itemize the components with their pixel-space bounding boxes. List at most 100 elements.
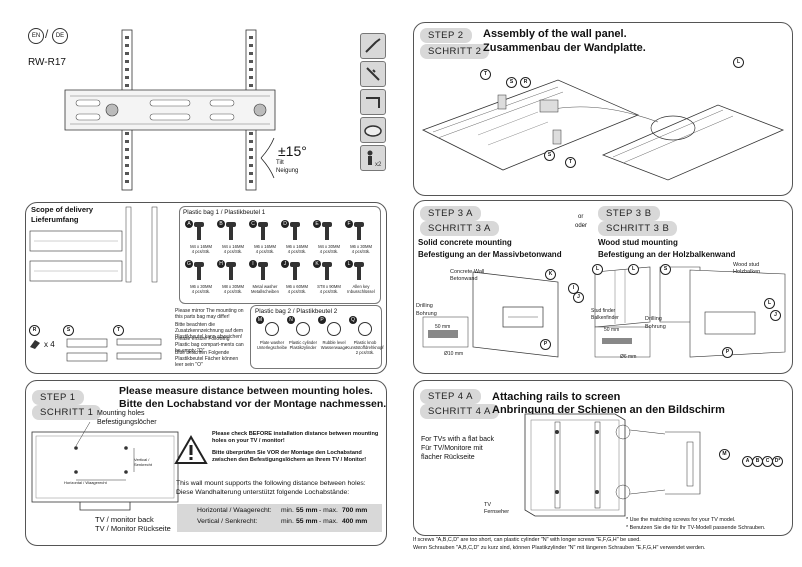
bag1-item-size: M8 x 30MM	[222, 284, 244, 289]
mounting-holes-label: Mounting holes	[97, 410, 145, 417]
tv-label: TV	[484, 502, 492, 508]
bag1-item-desc: Allen key Inbusschlüssel	[341, 284, 381, 294]
bag-note-2: Bitte beachten die Zusatzkennzeichnung a…	[175, 322, 244, 340]
tilt-angle: ±15°	[278, 143, 307, 159]
screw-head-icon	[258, 262, 268, 267]
wood-stud-label: Wood stud	[733, 262, 760, 268]
depth-a: 50 mm	[435, 324, 451, 330]
part-s-letter: S	[63, 325, 74, 336]
bag1-item-letter: E	[313, 220, 321, 228]
supports-text-de: Diese Wandhalterung unterstützt folgende…	[176, 489, 350, 496]
lang-divider: /	[45, 27, 49, 41]
callout-4-m: M	[719, 449, 730, 460]
footer-note-de: Wenn Schrauben "A,B,C,D" zu kurz sind, k…	[413, 545, 706, 551]
screw-head-icon	[226, 262, 236, 267]
screw-shaft-icon	[261, 226, 265, 240]
bag1-item: I Metal washer Metallscheiben	[249, 260, 279, 302]
screw-head-icon	[322, 222, 332, 227]
step2-title-de: Zusammenbau der Wandplatte.	[483, 42, 646, 54]
part-s-bracket-icon	[66, 338, 108, 362]
bag1-item-letter: I	[249, 260, 257, 268]
bag1-item-size: Metal washer Metallscheiben	[251, 284, 279, 295]
callout-t-top: T	[480, 69, 491, 80]
part-t-letter: T	[113, 325, 124, 336]
or-label-de: oder	[575, 223, 588, 229]
screw-shaft-icon	[325, 226, 329, 240]
bag1-item-letter: K	[313, 260, 321, 268]
bag1-item-letter: F	[345, 220, 353, 228]
bag1-item-letter: D	[281, 220, 289, 228]
drilling-label-b: Drilling	[645, 316, 662, 322]
wall-mount-illustration	[64, 29, 276, 191]
screw-head-icon	[290, 222, 300, 227]
bag1-item-qty: 4 pcs/Stk.	[191, 289, 211, 295]
tilt-label-de: Neigung	[276, 168, 299, 174]
bag1-item-letter: J	[281, 260, 289, 268]
bag2-title: Plastic bag 2 / Plastikbeutel 2	[255, 308, 338, 315]
bag1-item-desc: Metal washer Metallscheiben	[245, 284, 285, 294]
bag1-box	[179, 206, 381, 304]
step4-pill-de: SCHRITT 4 A	[420, 404, 499, 419]
concrete-label: Concrete Wall	[450, 269, 485, 275]
two-persons-icon: x2	[360, 145, 386, 171]
bag1-item-qty: 4 pcs/Stk.	[319, 249, 339, 255]
wrench-icon	[360, 89, 386, 115]
bag1-item-size: M4 x 30MM	[318, 244, 340, 249]
step2-pill: STEP 2	[420, 28, 472, 43]
callout-t-bottom: T	[565, 157, 576, 168]
bag2-item-letter: N	[287, 316, 295, 324]
range-max-label: - max.	[319, 518, 338, 525]
screw-head-icon	[322, 262, 332, 267]
bag1-item-qty: 4 pcs/Stk.	[319, 289, 339, 295]
screw-shaft-icon	[357, 266, 361, 280]
wood-stud-diagram	[594, 266, 786, 358]
part-shape-icon	[265, 322, 279, 336]
warning-text: Please check BEFORE installation distanc…	[212, 431, 379, 445]
mounting-holes-label-de: Befestigungslöcher	[97, 419, 157, 426]
scope-title-de: Lieferumfang	[31, 215, 79, 224]
bag1-item-qty: 4 pcs/Stk.	[287, 249, 307, 255]
stud-finder-label: Stud finder	[591, 308, 616, 314]
level-icon	[360, 117, 386, 143]
bag1-title: Plastic bag 1 / Plastikbeutel 1	[183, 209, 266, 216]
screw-head-icon	[258, 222, 268, 227]
step1-pill-de: SCHRITT 1	[32, 405, 102, 420]
callout-3-j: J	[573, 292, 584, 303]
step1-pill: STEP 1	[32, 390, 84, 405]
bag1-item-qty: 4 pcs/Stk.	[287, 289, 307, 295]
screw-shaft-icon	[261, 266, 265, 280]
scope-title: Scope of delivery	[31, 205, 94, 214]
bag1-item-letter: C	[249, 220, 257, 228]
lang-badge: EN / DE	[28, 27, 74, 44]
warning-icon	[174, 434, 208, 464]
flat-back-label-de-2: flacher Rückseite	[421, 454, 475, 461]
callout-r: R	[520, 77, 531, 88]
range-max-value: 400 mm	[342, 518, 368, 525]
range-min-value: 55 mm	[296, 507, 318, 514]
callout-3-s: S	[660, 264, 671, 275]
model-number: RW-R17	[28, 57, 66, 68]
part-shape-icon	[358, 322, 372, 336]
screw-shaft-icon	[229, 266, 233, 280]
callout-3-l3: L	[764, 298, 775, 309]
vertical-dim-label: Vertical / Senkrecht	[134, 457, 153, 467]
bag1-item-size: M6 x 60MM	[286, 284, 308, 289]
bag2-item-letter: M	[256, 316, 264, 324]
concrete-wall-diagram	[422, 271, 559, 358]
step3b-title: Wood stud mounting	[598, 238, 678, 247]
flat-back-label-de-1: Für TV/Monitore mit	[421, 445, 483, 452]
callout-3-j2: J	[770, 310, 781, 321]
callout-3-l1: L	[592, 264, 603, 275]
